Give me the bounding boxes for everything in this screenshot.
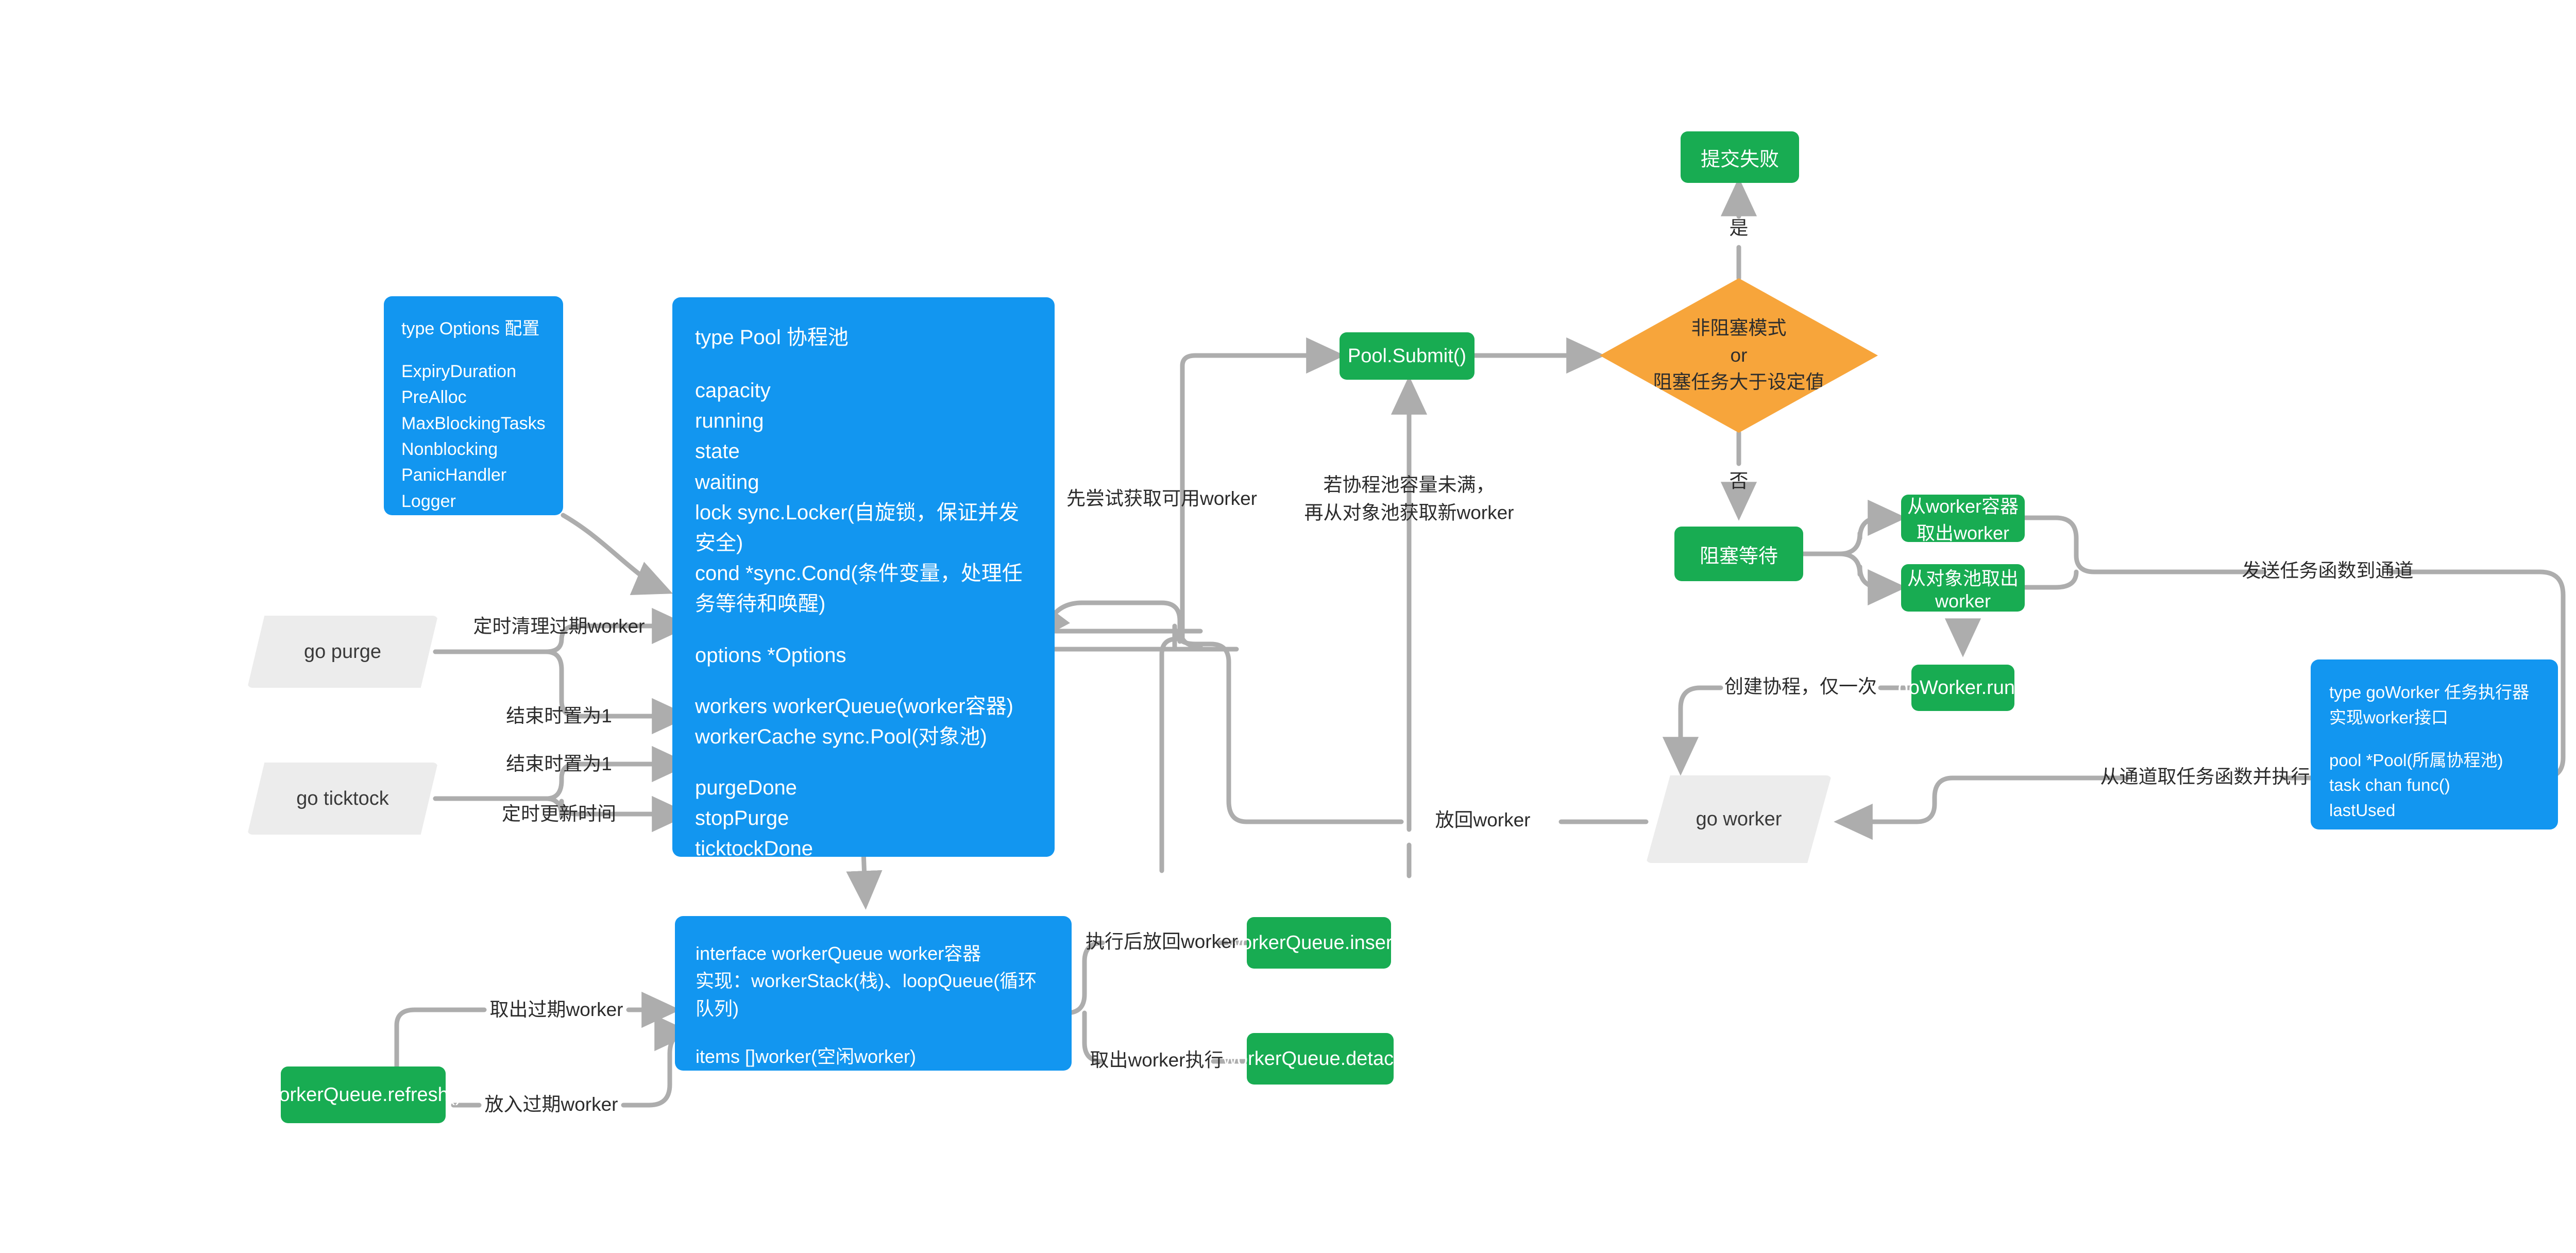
- options-title: type Options 配置: [401, 319, 540, 338]
- pool-field-workers: workers workerQueue(worker容器): [695, 695, 1013, 718]
- edge-label-take-task-and-run: 从通道取任务函数并执行: [2100, 766, 2310, 788]
- pool-submit-label: Pool.Submit(): [1347, 345, 1467, 367]
- go-worker-label: go worker: [1696, 808, 1782, 830]
- wq-refresh-label: workerQueue.refresh(): [264, 1083, 462, 1106]
- edge-label-insert-after-run: 执行后放回worker: [1085, 931, 1239, 953]
- edge-label-put-expired-worker: 放入过期worker: [484, 1094, 618, 1115]
- node-pool-submit[interactable]: Pool.Submit(): [1340, 332, 1475, 380]
- edge-label-set-1-on-end-purge: 结束时置为1: [506, 705, 612, 727]
- workerqueue-title-line1: interface workerQueue worker容器: [696, 943, 981, 964]
- workerqueue-field-expiry: expiry []worker(过期worker): [696, 1073, 922, 1095]
- goworker-run-label: goWorker.run(): [1897, 676, 2028, 699]
- edge-label-yes: 是: [1729, 217, 1749, 239]
- node-go-ticktock[interactable]: go ticktock: [247, 763, 438, 835]
- edge-label-pool-not-full: 若协程池容量未满， 再从对象池获取新worker: [1304, 474, 1514, 523]
- edge-label-send-task-to-chan: 发送任务函数到通道: [2242, 560, 2414, 582]
- wq-detach-label: workerQueue.detach(): [1223, 1047, 1418, 1070]
- pool-field: waiting: [695, 470, 759, 494]
- take-from-container-label: 从worker容器取出worker: [1907, 496, 2019, 544]
- pool-field: ticktockDone: [695, 837, 813, 860]
- submit-fail-label: 提交失败: [1700, 148, 1779, 171]
- options-field: PreAlloc: [401, 387, 467, 408]
- node-take-from-container[interactable]: 从worker容器取出worker: [1901, 495, 2025, 544]
- node-block-wait[interactable]: 阻塞等待: [1674, 527, 1803, 581]
- pool-field: capacity: [695, 379, 771, 402]
- pool-field: stopTicktock: [695, 868, 809, 891]
- node-take-from-objpool[interactable]: 从对象池取出worker: [1901, 564, 2025, 612]
- pool-field: purgeDone: [695, 776, 797, 800]
- node-wq-detach[interactable]: workerQueue.detach(): [1223, 1033, 1418, 1085]
- node-go-purge[interactable]: go purge: [247, 616, 438, 688]
- pool-field: running: [695, 410, 764, 433]
- pool-field: state: [695, 440, 740, 463]
- options-field: Nonblocking: [401, 439, 498, 459]
- edge-label-no: 否: [1729, 470, 1749, 492]
- wq-insert-label: workerQueue.insert(): [1227, 932, 1411, 954]
- node-wq-refresh[interactable]: workerQueue.refresh(): [265, 1066, 462, 1123]
- node-wq-insert[interactable]: workerQueue.insert(): [1227, 917, 1411, 969]
- edge-label-purge-expired-worker: 定时清理过期worker: [473, 616, 645, 637]
- node-go-worker[interactable]: go worker: [1646, 775, 1832, 863]
- pool-title: type Pool 协程池: [695, 326, 849, 349]
- pool-field: stopPurge: [695, 807, 789, 830]
- edge-label-take-expired-worker: 取出过期worker: [489, 999, 623, 1021]
- node-submit-fail[interactable]: 提交失败: [1681, 131, 1799, 183]
- goworker-title-line2: 实现worker接口: [2329, 707, 2449, 727]
- edge-label-try-get-worker: 先尝试获取可用worker: [1066, 488, 1258, 510]
- edge-label-update-time: 定时更新时间: [502, 803, 616, 825]
- go-purge-label: go purge: [303, 640, 381, 663]
- workerqueue-field-items: items []worker(空闲worker): [696, 1045, 917, 1067]
- block-wait-label: 阻塞等待: [1699, 545, 1778, 567]
- options-field: PanicHandler: [401, 465, 507, 485]
- go-ticktock-label: go ticktock: [296, 787, 389, 809]
- workerqueue-title-line2: 实现：workerStack(栈)、loopQueue(循环队列): [696, 970, 1037, 1019]
- node-interface-workerqueue[interactable]: interface workerQueue worker容器 实现：worker…: [675, 916, 1072, 1094]
- edge-label-create-goroutine-once: 创建协程，仅一次: [1724, 676, 1877, 698]
- goworker-field-task: task chan func(): [2329, 775, 2450, 795]
- take-from-objpool-label: 从对象池取出worker: [1907, 568, 2019, 612]
- pool-field-workercache: workerCache sync.Pool(对象池): [695, 725, 987, 748]
- node-decision-nonblocking[interactable]: 非阻塞模式 or 阻塞任务大于设定值: [1600, 278, 1878, 433]
- options-field: MaxBlockingTasks: [401, 413, 546, 433]
- pool-field: cond *sync.Cond(条件变量，处理任务等待和唤醒): [695, 562, 1023, 616]
- node-type-options[interactable]: type Options 配置 ExpiryDuration PreAlloc …: [384, 296, 563, 515]
- pool-field-options: options *Options: [695, 644, 846, 667]
- goworker-field-lastused: lastUsed: [2329, 801, 2396, 820]
- goworker-title-line1: type goWorker 任务执行器: [2329, 683, 2530, 702]
- decision-label: 非阻塞模式 or 阻塞任务大于设定值: [1653, 317, 1825, 393]
- node-type-goworker[interactable]: type goWorker 任务执行器 实现worker接口 pool *Poo…: [2311, 659, 2558, 829]
- goworker-field-pool: pool *Pool(所属协程池): [2329, 750, 2503, 770]
- options-field: Logger: [401, 491, 456, 511]
- edge-label-put-back-worker: 放回worker: [1435, 809, 1531, 831]
- edge-label-set-1-on-end-ticktock: 结束时置为1: [506, 753, 612, 775]
- node-goworker-run[interactable]: goWorker.run(): [1898, 665, 2028, 711]
- options-field: ExpiryDuration: [401, 362, 516, 381]
- edge-label-detach-for-run: 取出worker执行: [1090, 1049, 1224, 1071]
- node-type-pool[interactable]: type Pool 协程池 capacity running state wai…: [672, 297, 1055, 921]
- pool-field: lock sync.Locker(自旋锁，保证并发安全): [695, 501, 1019, 554]
